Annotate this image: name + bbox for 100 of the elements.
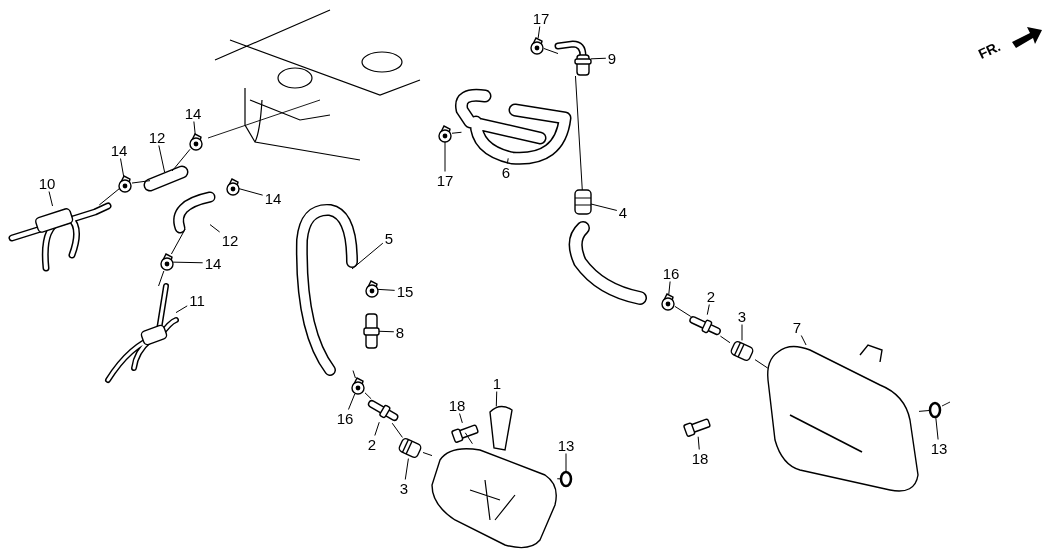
callout-number: 7: [791, 319, 803, 335]
washer-drawing: [928, 401, 942, 419]
bolt-drawing: [682, 418, 712, 438]
leader-line: [377, 288, 396, 291]
y-pipe-drawing: [8, 202, 112, 272]
leader-line: [668, 281, 671, 295]
callout-number: 16: [335, 410, 355, 426]
callout-number: 12: [220, 232, 240, 248]
assembly-line: [170, 228, 186, 255]
hose-clamp-drawing: [226, 178, 240, 196]
callout-number: 13: [929, 440, 949, 456]
callout-number: 15: [395, 283, 415, 299]
callout-number: 18: [447, 397, 467, 413]
callout-number: 16: [661, 265, 681, 281]
leader-line: [800, 335, 807, 346]
callout-number: 6: [500, 164, 512, 180]
leader-line: [590, 203, 618, 211]
hose-clamp-drawing: [160, 253, 174, 271]
leader-line: [172, 261, 204, 264]
direction-label: FR.: [975, 38, 1003, 62]
valve-fitting-drawing: [574, 189, 592, 215]
leader-line: [158, 145, 166, 173]
leader-line: [590, 57, 607, 60]
assembly-line: [556, 478, 562, 480]
callout-number: 4: [617, 204, 629, 220]
hose-drawing: [295, 203, 358, 376]
leader-line: [565, 453, 567, 473]
callout-number: 14: [203, 255, 223, 271]
assembly-line: [391, 422, 403, 438]
callout-number: 14: [263, 190, 283, 206]
hose-drawing: [173, 191, 216, 234]
callout-number: 13: [556, 437, 576, 453]
leader-line: [347, 393, 356, 410]
hose-clamp-drawing: [351, 377, 365, 395]
callout-number: 2: [705, 288, 717, 304]
breather-chamber-drawing: [767, 344, 919, 492]
leader-line: [351, 242, 384, 270]
callout-number: 1: [491, 375, 503, 391]
assembly-line: [674, 305, 692, 317]
hose-clamp-drawing: [530, 37, 544, 55]
leader-line: [706, 304, 710, 316]
callout-number: 3: [736, 308, 748, 324]
callout-number: 17: [531, 10, 551, 26]
callout-number: 11: [188, 292, 206, 308]
callout-number: 18: [690, 450, 710, 466]
assembly-line: [543, 48, 559, 55]
assembly-line: [364, 392, 372, 400]
valve-fitting-drawing: [363, 313, 380, 349]
assembly-line: [98, 188, 120, 206]
leader-line: [444, 141, 446, 172]
valve-fitting-drawing: [554, 40, 592, 76]
assembly-line: [131, 180, 151, 184]
leader-line: [506, 157, 509, 164]
hose-clamp-drawing: [438, 125, 452, 143]
valve-fitting-drawing: [367, 400, 399, 421]
callout-number: 14: [109, 142, 129, 158]
leader-line: [48, 191, 54, 207]
assembly-line: [451, 131, 462, 134]
leader-line: [537, 26, 541, 39]
leader-line: [238, 188, 264, 196]
leader-line: [175, 305, 188, 314]
assembly-line: [352, 370, 356, 379]
leader-line: [697, 436, 700, 450]
washer-drawing: [559, 470, 573, 488]
assembly-line: [158, 270, 165, 287]
assembly-line: [575, 75, 583, 191]
assembly-line: [754, 359, 769, 369]
assembly-line: [719, 335, 731, 344]
leader-line: [495, 391, 498, 407]
hose-clamp-drawing: [118, 175, 132, 193]
hose-drawing: [143, 165, 189, 192]
callout-number: 12: [147, 129, 167, 145]
leader-line: [378, 330, 395, 333]
callout-number: 17: [435, 172, 455, 188]
leader-line: [374, 421, 380, 436]
callout-number: 10: [37, 175, 57, 191]
callout-number: 9: [606, 50, 618, 66]
assembly-line: [464, 432, 473, 445]
callout-number: 3: [398, 480, 410, 496]
assembly-line: [918, 409, 931, 412]
hose-clamp-drawing: [189, 133, 203, 151]
assembly-line: [171, 148, 191, 172]
leader-line: [741, 324, 743, 341]
callout-number: 8: [394, 324, 406, 340]
leader-line: [459, 413, 463, 424]
leader-line: [209, 224, 221, 233]
assembly-line: [422, 452, 433, 457]
callout-number: 2: [366, 436, 378, 452]
y-pipe-drawing: [105, 283, 179, 383]
leader-line: [935, 416, 939, 440]
callout-number: 14: [183, 105, 203, 121]
leader-line: [193, 121, 196, 135]
hose-drawing: [455, 88, 572, 165]
bolt-drawing: [450, 424, 480, 444]
valve-fitting-drawing: [689, 316, 721, 336]
hose-clamp-drawing: [661, 293, 675, 311]
callout-number: 5: [383, 230, 395, 246]
hose-clamp-drawing: [365, 280, 379, 298]
leader-line: [120, 158, 125, 177]
leader-line: [404, 458, 409, 480]
